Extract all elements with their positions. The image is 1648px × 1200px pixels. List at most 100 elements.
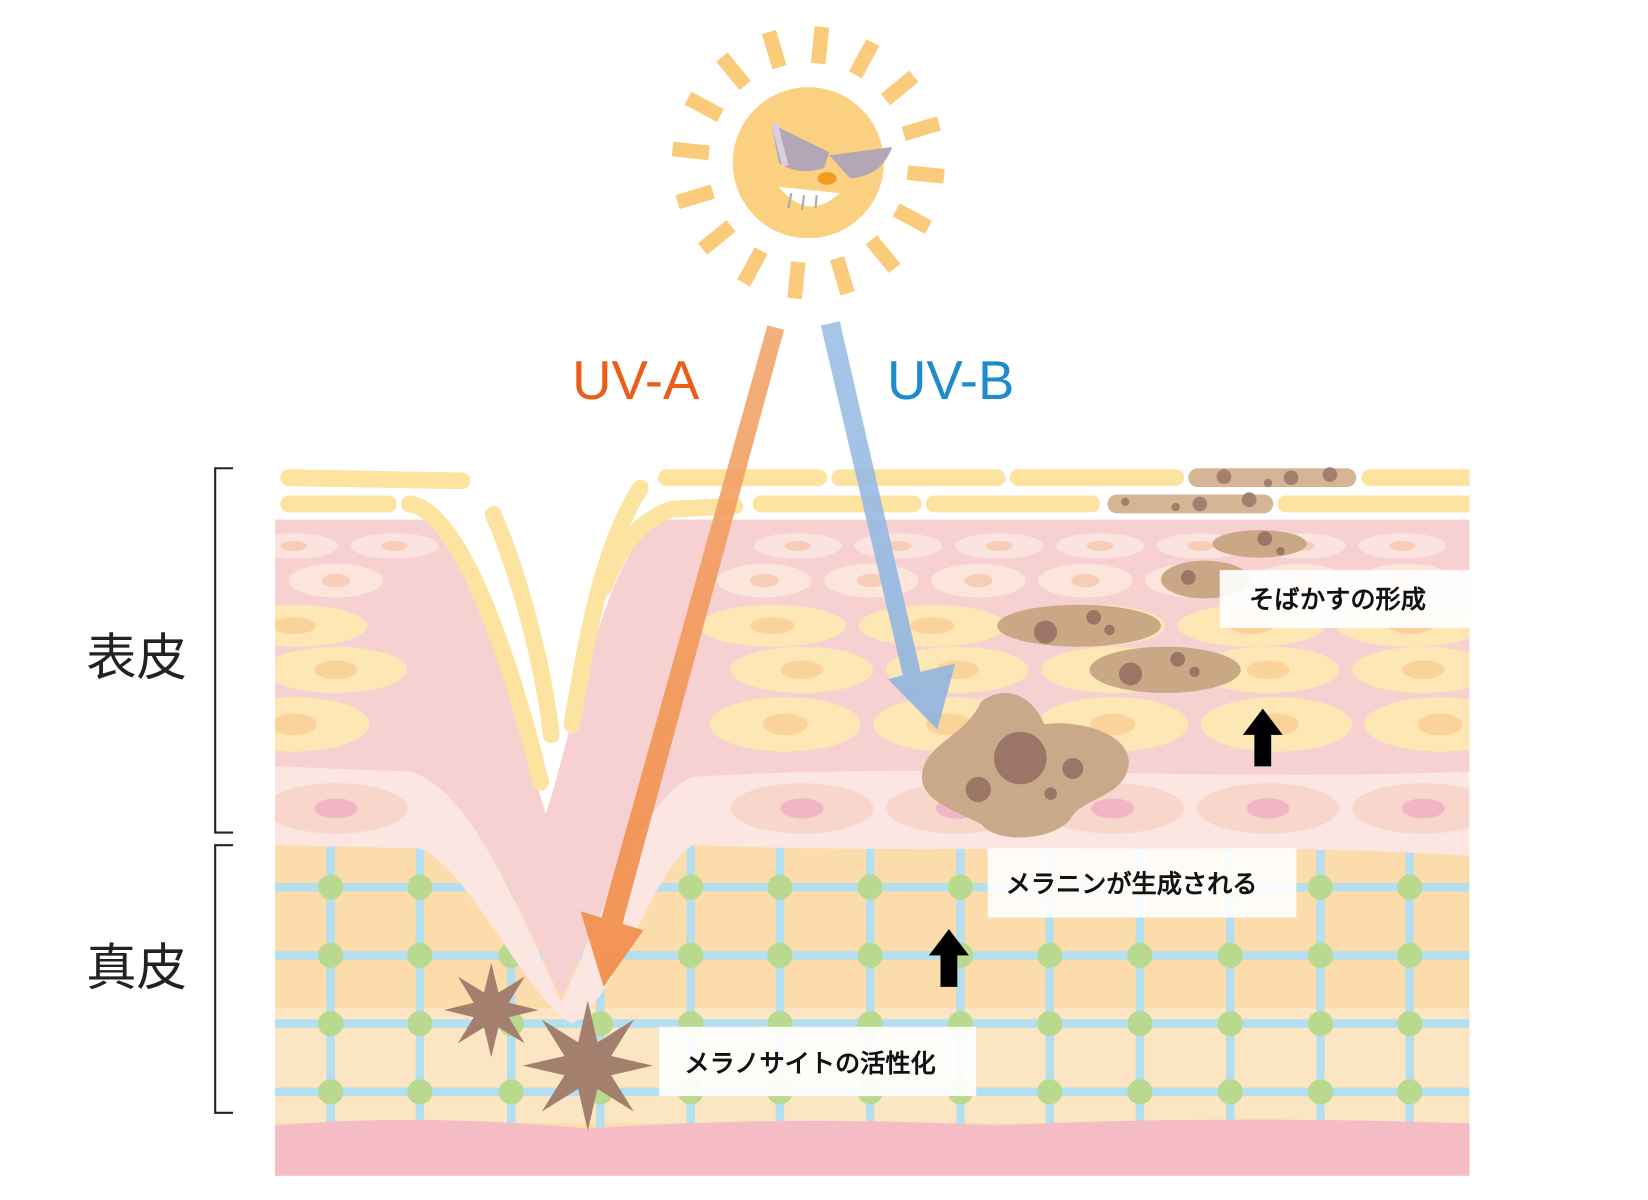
uv-a-label: UV-A xyxy=(572,350,700,411)
cell-nucleus xyxy=(1246,798,1290,819)
dermis-bracket xyxy=(214,844,234,1114)
freckles-label-box: そばかすの形成 xyxy=(1219,570,1470,628)
grid-node xyxy=(407,1079,433,1105)
freckles-label: そばかすの形成 xyxy=(1249,585,1426,614)
up-arrow-icon xyxy=(1242,708,1283,767)
grid-node xyxy=(1307,942,1334,968)
grid-node xyxy=(318,1079,344,1105)
cell-nucleus xyxy=(1091,798,1135,819)
cell-nucleus xyxy=(1401,660,1445,680)
epidermis-label: 表皮 xyxy=(86,628,187,687)
sun-ray xyxy=(865,235,901,274)
stratum-corneum xyxy=(280,469,1470,791)
grid-node xyxy=(1037,942,1063,968)
cell-nucleus xyxy=(1086,540,1114,551)
grid-node xyxy=(767,942,793,968)
cell-nucleus xyxy=(314,798,358,819)
cell-nucleus xyxy=(275,617,316,635)
grid-node xyxy=(1397,942,1423,968)
sun-icon xyxy=(671,26,945,300)
grid-node xyxy=(318,1011,344,1037)
cell-nucleus xyxy=(964,573,993,588)
sun-ray xyxy=(901,116,942,141)
sun-ray xyxy=(684,91,724,123)
grid-node xyxy=(767,874,793,900)
grid-node xyxy=(407,1011,433,1037)
cell-nucleus xyxy=(986,540,1013,551)
grid-node xyxy=(1127,942,1153,968)
grid-node xyxy=(407,874,433,900)
cell-nucleus xyxy=(910,617,955,635)
grid-node xyxy=(678,942,704,968)
grid-node xyxy=(947,874,974,900)
cell-nucleus xyxy=(280,540,308,551)
grid-node xyxy=(1217,942,1243,968)
cell-nucleus xyxy=(780,660,824,680)
sun-ray xyxy=(906,165,945,184)
grid-node xyxy=(1127,1079,1153,1105)
sun-ray xyxy=(737,247,768,287)
freckle-cells xyxy=(997,530,1307,693)
sun-ray xyxy=(892,203,932,234)
cell-nucleus xyxy=(857,573,886,588)
grid-node xyxy=(1037,1011,1063,1037)
grid-node xyxy=(678,874,704,900)
uv-b-arrow-icon xyxy=(820,321,956,730)
cell-nucleus xyxy=(750,617,795,635)
cell-nucleus xyxy=(1187,540,1215,551)
up-arrow-icon xyxy=(928,929,969,987)
cell-nucleus xyxy=(381,540,408,551)
grid-node xyxy=(407,942,433,968)
cell xyxy=(1364,697,1470,752)
epidermis-layer xyxy=(275,519,1470,998)
melanin-label-box: メラニンが生成される xyxy=(987,848,1297,918)
grid-node xyxy=(857,874,883,900)
cell-nucleus xyxy=(314,660,358,680)
melanocyte-icon xyxy=(444,962,653,1131)
cell-nucleus xyxy=(1089,713,1136,736)
sun-ray xyxy=(810,26,830,65)
pigmented-corneum xyxy=(1107,467,1357,514)
grid-node xyxy=(1217,1011,1243,1037)
grid-node xyxy=(1397,1079,1423,1105)
epidermis-bracket xyxy=(214,467,234,834)
cell-nucleus xyxy=(780,798,824,819)
grid-node xyxy=(1397,874,1423,900)
cell-nucleus xyxy=(1071,573,1100,588)
sun-ray xyxy=(716,52,751,91)
cell-nucleus xyxy=(1401,798,1445,819)
grid-node xyxy=(318,874,344,900)
sun-ray xyxy=(829,256,855,296)
uv-b-label: UV-B xyxy=(887,350,1014,411)
melanocyte-label: メラノサイトの活性化 xyxy=(684,1049,935,1078)
grid-node xyxy=(1307,874,1334,900)
cell-nucleus xyxy=(749,573,779,588)
cell xyxy=(275,697,370,752)
dermis-label: 真皮 xyxy=(86,938,187,997)
cell xyxy=(275,604,368,647)
cell-nucleus xyxy=(275,713,317,736)
skin-cross-section xyxy=(275,467,1470,1176)
cell-nucleus xyxy=(321,573,351,588)
sun-ray xyxy=(671,141,710,161)
sun-ray xyxy=(697,220,736,255)
grid-node xyxy=(498,1079,524,1105)
cell-nucleus xyxy=(1389,540,1416,551)
grid-node xyxy=(318,942,344,968)
cell-nucleus xyxy=(1417,713,1463,736)
grid-node xyxy=(1037,1079,1063,1105)
sun-ray xyxy=(761,29,787,70)
cell-nucleus xyxy=(784,540,811,551)
subcutaneous-layer xyxy=(275,1119,1470,1176)
melanin-producing-cell xyxy=(921,693,1129,838)
sun-ray xyxy=(675,184,715,210)
cell-nucleus xyxy=(1246,660,1290,680)
melanin-label: メラニンが生成される xyxy=(1006,869,1258,898)
grid-node xyxy=(1397,1011,1423,1037)
grid-node xyxy=(1307,1079,1334,1105)
grid-node xyxy=(1307,1011,1334,1037)
sun-ray xyxy=(880,70,919,106)
basal-layer xyxy=(275,764,1470,1024)
grid-node xyxy=(1127,1011,1153,1037)
